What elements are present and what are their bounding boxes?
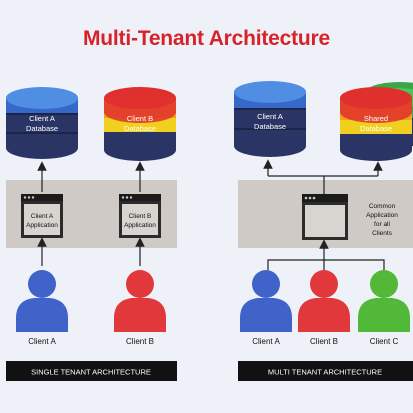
shared-db-label-line1: Shared bbox=[364, 114, 388, 123]
common-app-label-line2: Application bbox=[366, 212, 398, 219]
application-window-icon bbox=[302, 194, 348, 240]
common-app-label-line4: Clients bbox=[372, 230, 393, 237]
db-b-label-line1: Client B bbox=[127, 114, 153, 123]
multi-tenant-footer-label: MULTI TENANT ARCHITECTURE bbox=[268, 368, 382, 377]
diagram-title: Multi-Tenant Architecture bbox=[82, 27, 330, 50]
database-icon: Client A Database bbox=[6, 87, 78, 159]
client-a-label: Client A bbox=[28, 337, 56, 346]
client-b-label: Client B bbox=[126, 337, 154, 346]
app-a-label-line1: Client A bbox=[31, 213, 54, 220]
common-app-label-line3: for all bbox=[374, 221, 390, 228]
application-window-icon: Client B Application bbox=[119, 194, 161, 238]
multi-tenant-footer bbox=[238, 361, 413, 381]
multi-client-a-label: Client A bbox=[252, 337, 280, 346]
person-icon bbox=[240, 270, 292, 332]
app-b-label-line1: Client B bbox=[129, 213, 152, 220]
single-tenant-footer bbox=[6, 361, 177, 381]
person-icon bbox=[114, 270, 166, 332]
shared-db-label-line2: Database bbox=[360, 124, 392, 133]
connector-line bbox=[267, 259, 385, 270]
db-a-label-line2: Database bbox=[26, 124, 58, 133]
database-icon: Shared Database bbox=[340, 82, 413, 161]
person-icon bbox=[358, 270, 410, 332]
common-app-label-line1: Common bbox=[369, 203, 396, 210]
multi-client-c-label: Client C bbox=[370, 337, 399, 346]
multi-db-a-label-line1: Client A bbox=[257, 112, 283, 121]
person-icon bbox=[16, 270, 68, 332]
application-window-icon: Client A Application bbox=[21, 194, 63, 238]
multi-client-b-label: Client B bbox=[310, 337, 338, 346]
person-icon bbox=[298, 270, 350, 332]
multi-tenant-section: Client A Database Shared Database bbox=[234, 81, 413, 381]
multi-db-a-label-line2: Database bbox=[254, 122, 286, 131]
single-tenant-section: Client A Database Client B Database bbox=[6, 87, 177, 381]
db-b-label-line2: Database bbox=[124, 124, 156, 133]
db-a-label-line1: Client A bbox=[29, 114, 55, 123]
database-icon: Client A Database bbox=[234, 81, 306, 157]
app-b-label-line2: Application bbox=[124, 222, 156, 229]
single-tenant-footer-label: SINGLE TENANT ARCHITECTURE bbox=[31, 368, 151, 377]
app-a-label-line2: Application bbox=[26, 222, 58, 229]
database-icon: Client B Database bbox=[104, 87, 176, 161]
